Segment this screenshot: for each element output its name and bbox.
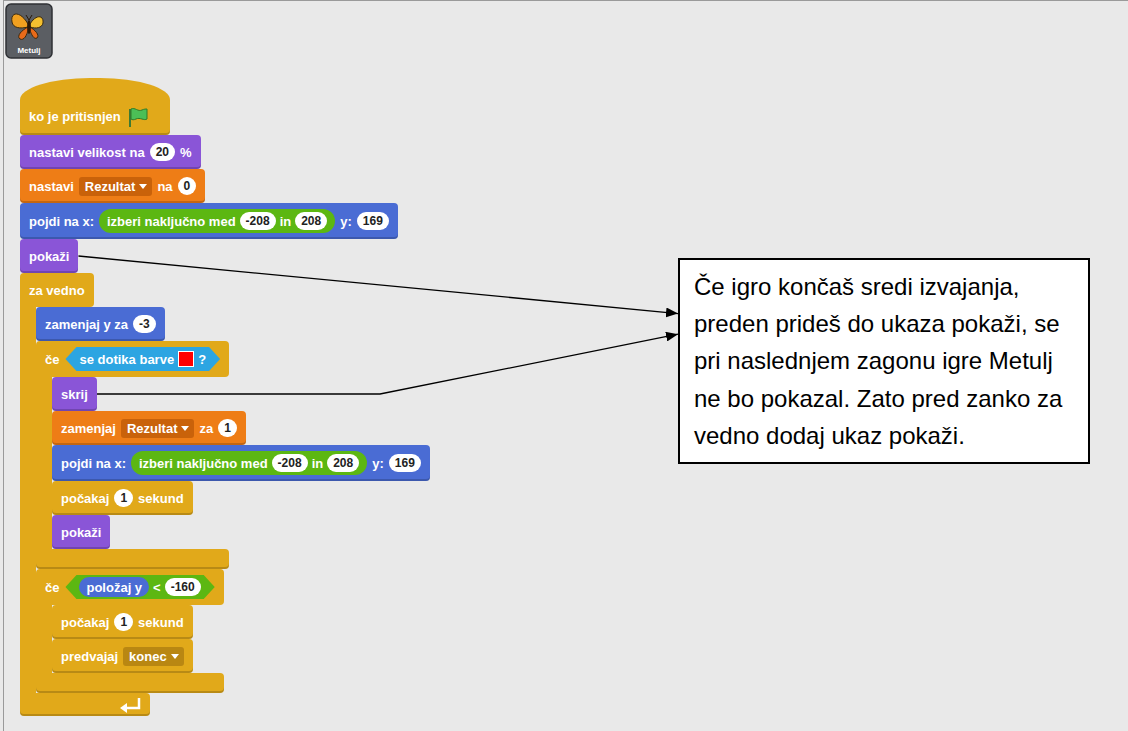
block-label: sekund [138, 615, 184, 630]
block-foot [36, 549, 229, 569]
variable-block: zamenjaj Rezultat za 1 [52, 411, 246, 445]
note-box: Če igro končaš sredi izvajanja, preden p… [678, 258, 1090, 464]
block-label: nastavi [29, 179, 74, 194]
looks-block: pokaži [52, 515, 110, 549]
block-label: ? [198, 352, 206, 367]
number-input: 169 [389, 454, 421, 472]
butterfly-antenna [26, 15, 32, 20]
looks-block: nastavi velikost na 20% [20, 135, 201, 169]
block-label: in [312, 456, 324, 471]
number-input: -160 [165, 578, 201, 596]
block-head: za vedno [20, 273, 94, 307]
block-label: za vedno [29, 283, 85, 298]
loop-arrow-head [120, 703, 127, 713]
sprite-thumbnail [6, 4, 52, 58]
block-label: y: [340, 214, 352, 229]
block-label: < [153, 580, 161, 595]
block-foot [36, 673, 224, 693]
if-block: če položaj y < -160 počakaj 1 sekund predvajaj k… [36, 569, 224, 693]
y-position-reporter: položaj y [79, 577, 149, 597]
looks-block: pokaži [20, 239, 78, 273]
wait-block: počakaj 1 sekund [52, 481, 193, 515]
block-arm [36, 376, 52, 550]
color-swatch [178, 351, 194, 367]
block-head: če se dotika barve? [36, 341, 229, 377]
note-text: Če igro končaš sredi izvajanja, preden p… [694, 268, 1074, 454]
wait-block: počakaj 1 sekund [52, 605, 193, 639]
block-foot [20, 693, 150, 716]
motion-block: pojdi na x: izberi naključno med -208 in208… [52, 445, 430, 481]
panel-border [3, 0, 1128, 1]
block-label: se dotika barve [79, 352, 174, 367]
block-arm [36, 604, 52, 674]
block-arm [20, 306, 36, 694]
random-reporter: izberi naključno med -208 in208 [99, 209, 335, 233]
block-label: nastavi velikost na [29, 145, 145, 160]
block-label: y: [372, 456, 384, 471]
block-label: in [280, 214, 292, 229]
block-label: pokaži [61, 525, 101, 540]
block-label: pojdi na x: [61, 456, 126, 471]
butterfly-wing [30, 17, 43, 28]
green-flag-icon [126, 106, 148, 128]
number-input: 1 [114, 489, 133, 507]
block-label: pojdi na x: [29, 214, 94, 229]
number-input: -208 [240, 212, 276, 230]
leader-arrow [78, 256, 678, 314]
block-label: če [45, 580, 59, 595]
number-input: 208 [327, 454, 359, 472]
less-than-operator: položaj y < -160 [65, 575, 214, 599]
thumbnail-frame [6, 4, 52, 58]
block-label: za [199, 421, 213, 436]
number-input: 169 [357, 212, 389, 230]
block-label: pokaži [29, 249, 69, 264]
block-label: počakaj [61, 491, 109, 506]
butterfly-wing [30, 27, 38, 38]
hat-block: ko je pritisnjen [20, 78, 170, 135]
butterfly-wing [12, 14, 28, 28]
block-label: % [180, 145, 192, 160]
looks-block: skrij [52, 377, 97, 411]
number-input: 1 [114, 613, 133, 631]
dropdown-field: konec [123, 647, 184, 666]
block-label: zamenjaj y za [45, 317, 128, 332]
block-label: zamenjaj [61, 421, 116, 436]
flag-cloth [131, 108, 147, 119]
block-label: če [45, 352, 59, 367]
motion-block: zamenjaj y za -3 [36, 307, 165, 341]
dropdown-field: Rezultat [79, 177, 153, 196]
loop-arrow [126, 698, 139, 708]
block-label: izberi naključno med [107, 214, 236, 229]
if-block: če se dotika barve? skrij zamenjaj Rezultat z… [36, 341, 229, 569]
butterfly-body [27, 20, 31, 34]
number-input: 0 [178, 177, 197, 195]
butterfly-wing [19, 27, 28, 39]
block-label: izberi naključno med [139, 456, 268, 471]
block-label: predvajaj [61, 649, 118, 664]
number-input: -3 [133, 315, 156, 333]
block-label: skrij [61, 387, 88, 402]
block-label: sekund [138, 491, 184, 506]
block-head: če položaj y < -160 [36, 569, 224, 605]
variable-block: nastavi Rezultat na 0 [20, 169, 205, 203]
block-label: počakaj [61, 615, 109, 630]
block-label: položaj y [86, 580, 142, 595]
number-input: -208 [272, 454, 308, 472]
sound-block: predvajaj konec [52, 639, 193, 673]
number-input: 1 [218, 419, 237, 437]
panel-border [3, 0, 4, 731]
block-label: ko je pritisnjen [29, 109, 121, 124]
block-label: na [157, 179, 172, 194]
dropdown-field: Rezultat [121, 419, 195, 438]
forever-block: za vednozamenjaj y za-3čese dotika barve… [20, 273, 150, 716]
number-input: 208 [295, 212, 327, 230]
random-reporter: izberi naključno med -208 in208 [131, 451, 367, 475]
touching-color-reporter: se dotika barve? [65, 347, 220, 371]
sprite-name: Metulj [6, 46, 52, 55]
number-input: 20 [150, 143, 175, 161]
motion-block: pojdi na x: izberi naključno med -208 in208… [20, 203, 398, 239]
